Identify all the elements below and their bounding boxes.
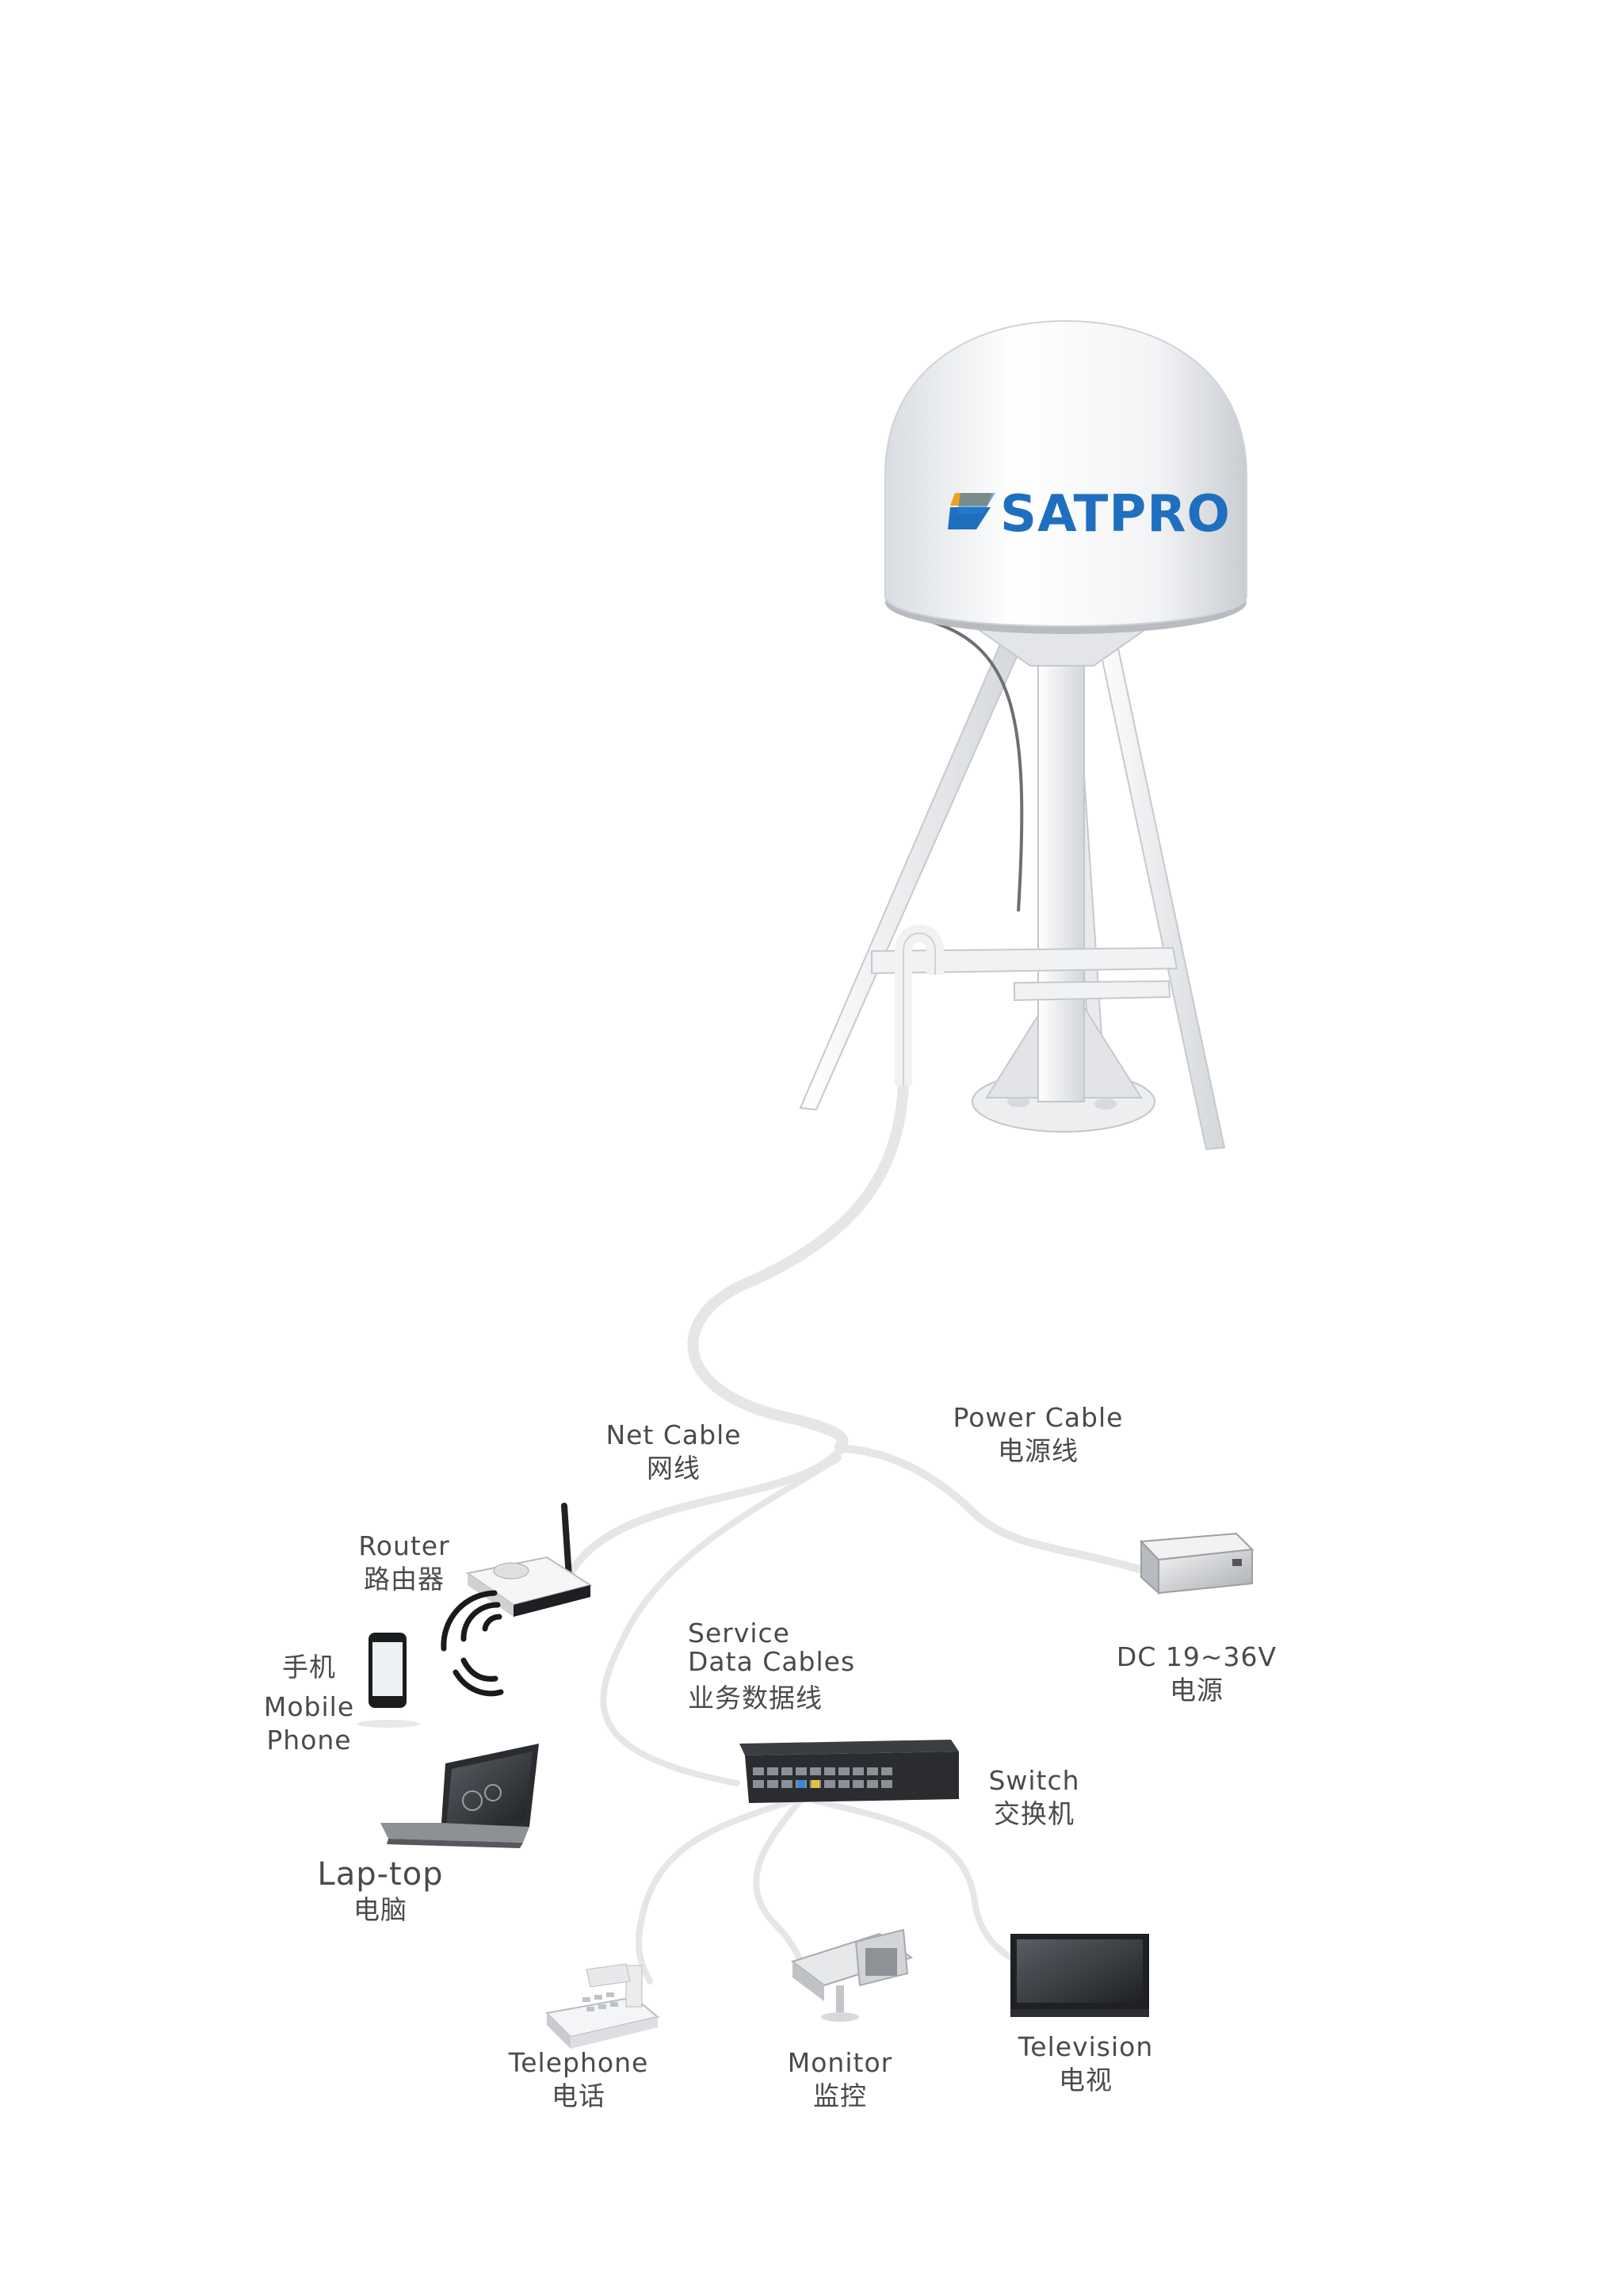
- switch-zh: 交换机: [994, 1798, 1075, 1829]
- cables: [567, 1079, 1157, 1985]
- power-cable-zh: 电源线: [998, 1435, 1079, 1466]
- mobile-phone-icon: [357, 1633, 420, 1728]
- service-en1: Service: [688, 1618, 790, 1648]
- telephone-en: Telephone: [508, 2047, 649, 2078]
- power-cable-en: Power Cable: [953, 1402, 1124, 1433]
- television-cable: [812, 1797, 1014, 1961]
- power-cable-label: Power Cable 电源线: [947, 1401, 1129, 1468]
- telephone-label: Telephone 电话: [499, 2046, 658, 2113]
- service-en2: Data Cables: [688, 1646, 856, 1677]
- mobile-phone-label: 手机 Mobile Phone: [258, 1651, 361, 1757]
- router-en: Router: [358, 1530, 450, 1561]
- service-zh: 业务数据线: [688, 1683, 823, 1713]
- television-zh: 电视: [1059, 2065, 1113, 2095]
- net-cable-label: Net Cable 网线: [602, 1419, 745, 1485]
- router-label: Router 路由器: [349, 1530, 460, 1596]
- laptop-icon: [380, 1744, 539, 1848]
- net-cable-zh: 网线: [647, 1453, 701, 1484]
- monitor-cable: [753, 1797, 812, 1985]
- satellite-antenna: [799, 319, 1247, 1151]
- net-cable-en: Net Cable: [605, 1419, 742, 1450]
- wifi-icon: [441, 1590, 504, 1697]
- telephone-cable: [635, 1796, 800, 1985]
- tripod-leg-left: [799, 625, 1030, 1111]
- brand-logo-text: SATPRO: [1000, 485, 1231, 544]
- power-supply-label: DC 19~36V 电源: [1109, 1641, 1284, 1707]
- mobile-en2: Phone: [266, 1725, 352, 1755]
- television-en: Television: [1018, 2031, 1154, 2062]
- service-data-cables-label: Service Data Cables 业务数据线: [688, 1617, 878, 1715]
- mobile-zh: 手机: [282, 1652, 336, 1683]
- switch-label: Switch 交换机: [983, 1764, 1086, 1831]
- monitor-label: Monitor 监控: [777, 2046, 903, 2113]
- service-data-cable: [600, 1455, 842, 1786]
- power-supply-icon: [1139, 1532, 1254, 1595]
- antenna-main-cable: [687, 1079, 909, 1452]
- telephone-icon: [544, 1963, 660, 2049]
- telephone-zh: 电话: [552, 2080, 605, 2111]
- monitor-zh: 监控: [813, 2080, 867, 2111]
- security-camera-icon: [790, 1928, 914, 2022]
- power-cable: [838, 1445, 1157, 1577]
- mast: [1037, 609, 1085, 1102]
- television-label: Television 电视: [1002, 2030, 1169, 2097]
- radome: [884, 319, 1247, 628]
- television-icon: [1010, 1934, 1149, 2017]
- switch-icon: [739, 1740, 959, 1803]
- power-zh: 电源: [1170, 1675, 1224, 1706]
- switch-en: Switch: [988, 1765, 1080, 1796]
- laptop-zh: 电脑: [353, 1894, 407, 1925]
- mobile-en1: Mobile: [263, 1691, 355, 1722]
- laptop-en: Lap-top: [317, 1856, 444, 1893]
- satpro-logo-icon: [948, 493, 995, 529]
- router-icon: [465, 1503, 593, 1617]
- monitor-en: Monitor: [787, 2047, 893, 2078]
- laptop-label: Lap-top 电脑: [301, 1855, 460, 1926]
- router-zh: 路由器: [364, 1564, 445, 1595]
- power-en: DC 19~36V: [1116, 1641, 1277, 1672]
